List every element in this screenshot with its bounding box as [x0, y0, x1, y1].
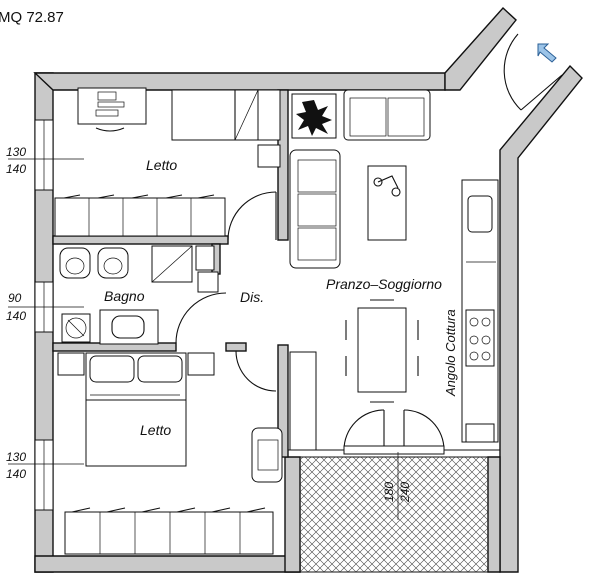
lamp-icon — [373, 175, 401, 197]
dimension-lines — [8, 158, 399, 520]
area-label: MQ 72.87 — [0, 9, 64, 26]
room-label-living: Pranzo–Soggiorno — [326, 276, 442, 292]
bedroom-bottom-furniture — [57, 350, 283, 555]
room-label-hallway: Dis. — [240, 289, 264, 305]
living-furniture — [289, 89, 445, 455]
kitchen-furniture — [461, 179, 499, 443]
room-label-bedroom-top: Letto — [146, 157, 177, 173]
dim-bottom-b: 140 — [6, 467, 26, 481]
dim-top-a: 130 — [6, 145, 26, 159]
bedroom-top-furniture — [54, 87, 281, 241]
dim-balcony-a: 180 — [382, 482, 396, 502]
room-label-bedroom-bottom: Letto — [140, 422, 171, 438]
balcony — [299, 456, 489, 573]
bathroom-furniture — [59, 245, 227, 345]
room-label-bathroom: Bagno — [104, 288, 145, 304]
room-label-kitchen: Angolo Cottura — [443, 309, 458, 397]
dim-bath-b: 140 — [6, 309, 26, 323]
washing-machine-icon — [61, 313, 91, 343]
dim-top-b: 140 — [6, 162, 26, 176]
entrance-arrow-icon — [537, 43, 557, 63]
dim-balcony-b: 240 — [398, 482, 412, 503]
plant-icon — [291, 93, 337, 139]
entrance-door — [503, 33, 563, 111]
dim-bath-a: 90 — [8, 291, 22, 305]
left-windows — [34, 119, 54, 511]
dim-bottom-a: 130 — [6, 450, 26, 464]
